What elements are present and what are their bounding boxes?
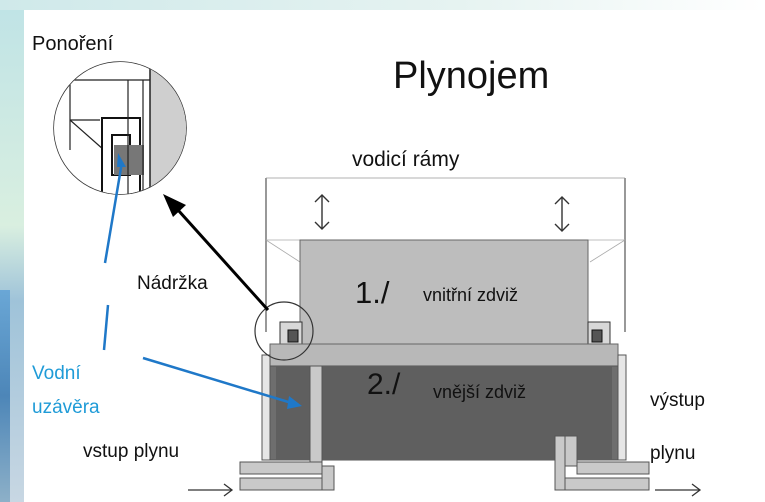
water-seal-pointers xyxy=(102,153,302,409)
background-image-strip xyxy=(0,290,10,502)
outer-lift-number: 2./ xyxy=(367,368,401,401)
detail-pointer-arrow xyxy=(163,194,270,312)
outer-lift-label: vnější zdviž xyxy=(433,382,527,402)
outlet-flow-arrow xyxy=(655,483,702,497)
outer-lift-lid xyxy=(269,343,619,367)
detail-callout-circle xyxy=(254,301,314,361)
background-top-gradient xyxy=(0,0,765,10)
vertical-movement-arrows xyxy=(314,194,570,232)
inset-label: Ponoření xyxy=(32,33,114,55)
guide-frames-label: vodicí rámy xyxy=(352,148,460,171)
inner-lift-bell xyxy=(299,239,589,345)
water-seal-label-line1: Vodní xyxy=(32,363,81,384)
inner-lift-number: 1./ xyxy=(355,275,390,310)
inner-lift-label: vnitřní zdviž xyxy=(423,285,519,305)
gas-out-label-line1: výstup xyxy=(650,390,705,411)
tank-label: Nádržka xyxy=(137,273,208,294)
gas-in-label: vstup plynu xyxy=(83,441,180,462)
inlet-flow-arrow xyxy=(188,483,234,497)
inset-magnifier xyxy=(53,61,187,195)
gas-inlet-pipe xyxy=(239,365,335,491)
outer-tank-walls xyxy=(261,354,627,461)
gas-out-label-line2: plynu xyxy=(650,443,696,464)
gas-outlet-pipe xyxy=(554,435,650,491)
water-seal-label-line2: uzávěra xyxy=(32,397,100,418)
diagram-title: Plynojem xyxy=(393,55,550,97)
